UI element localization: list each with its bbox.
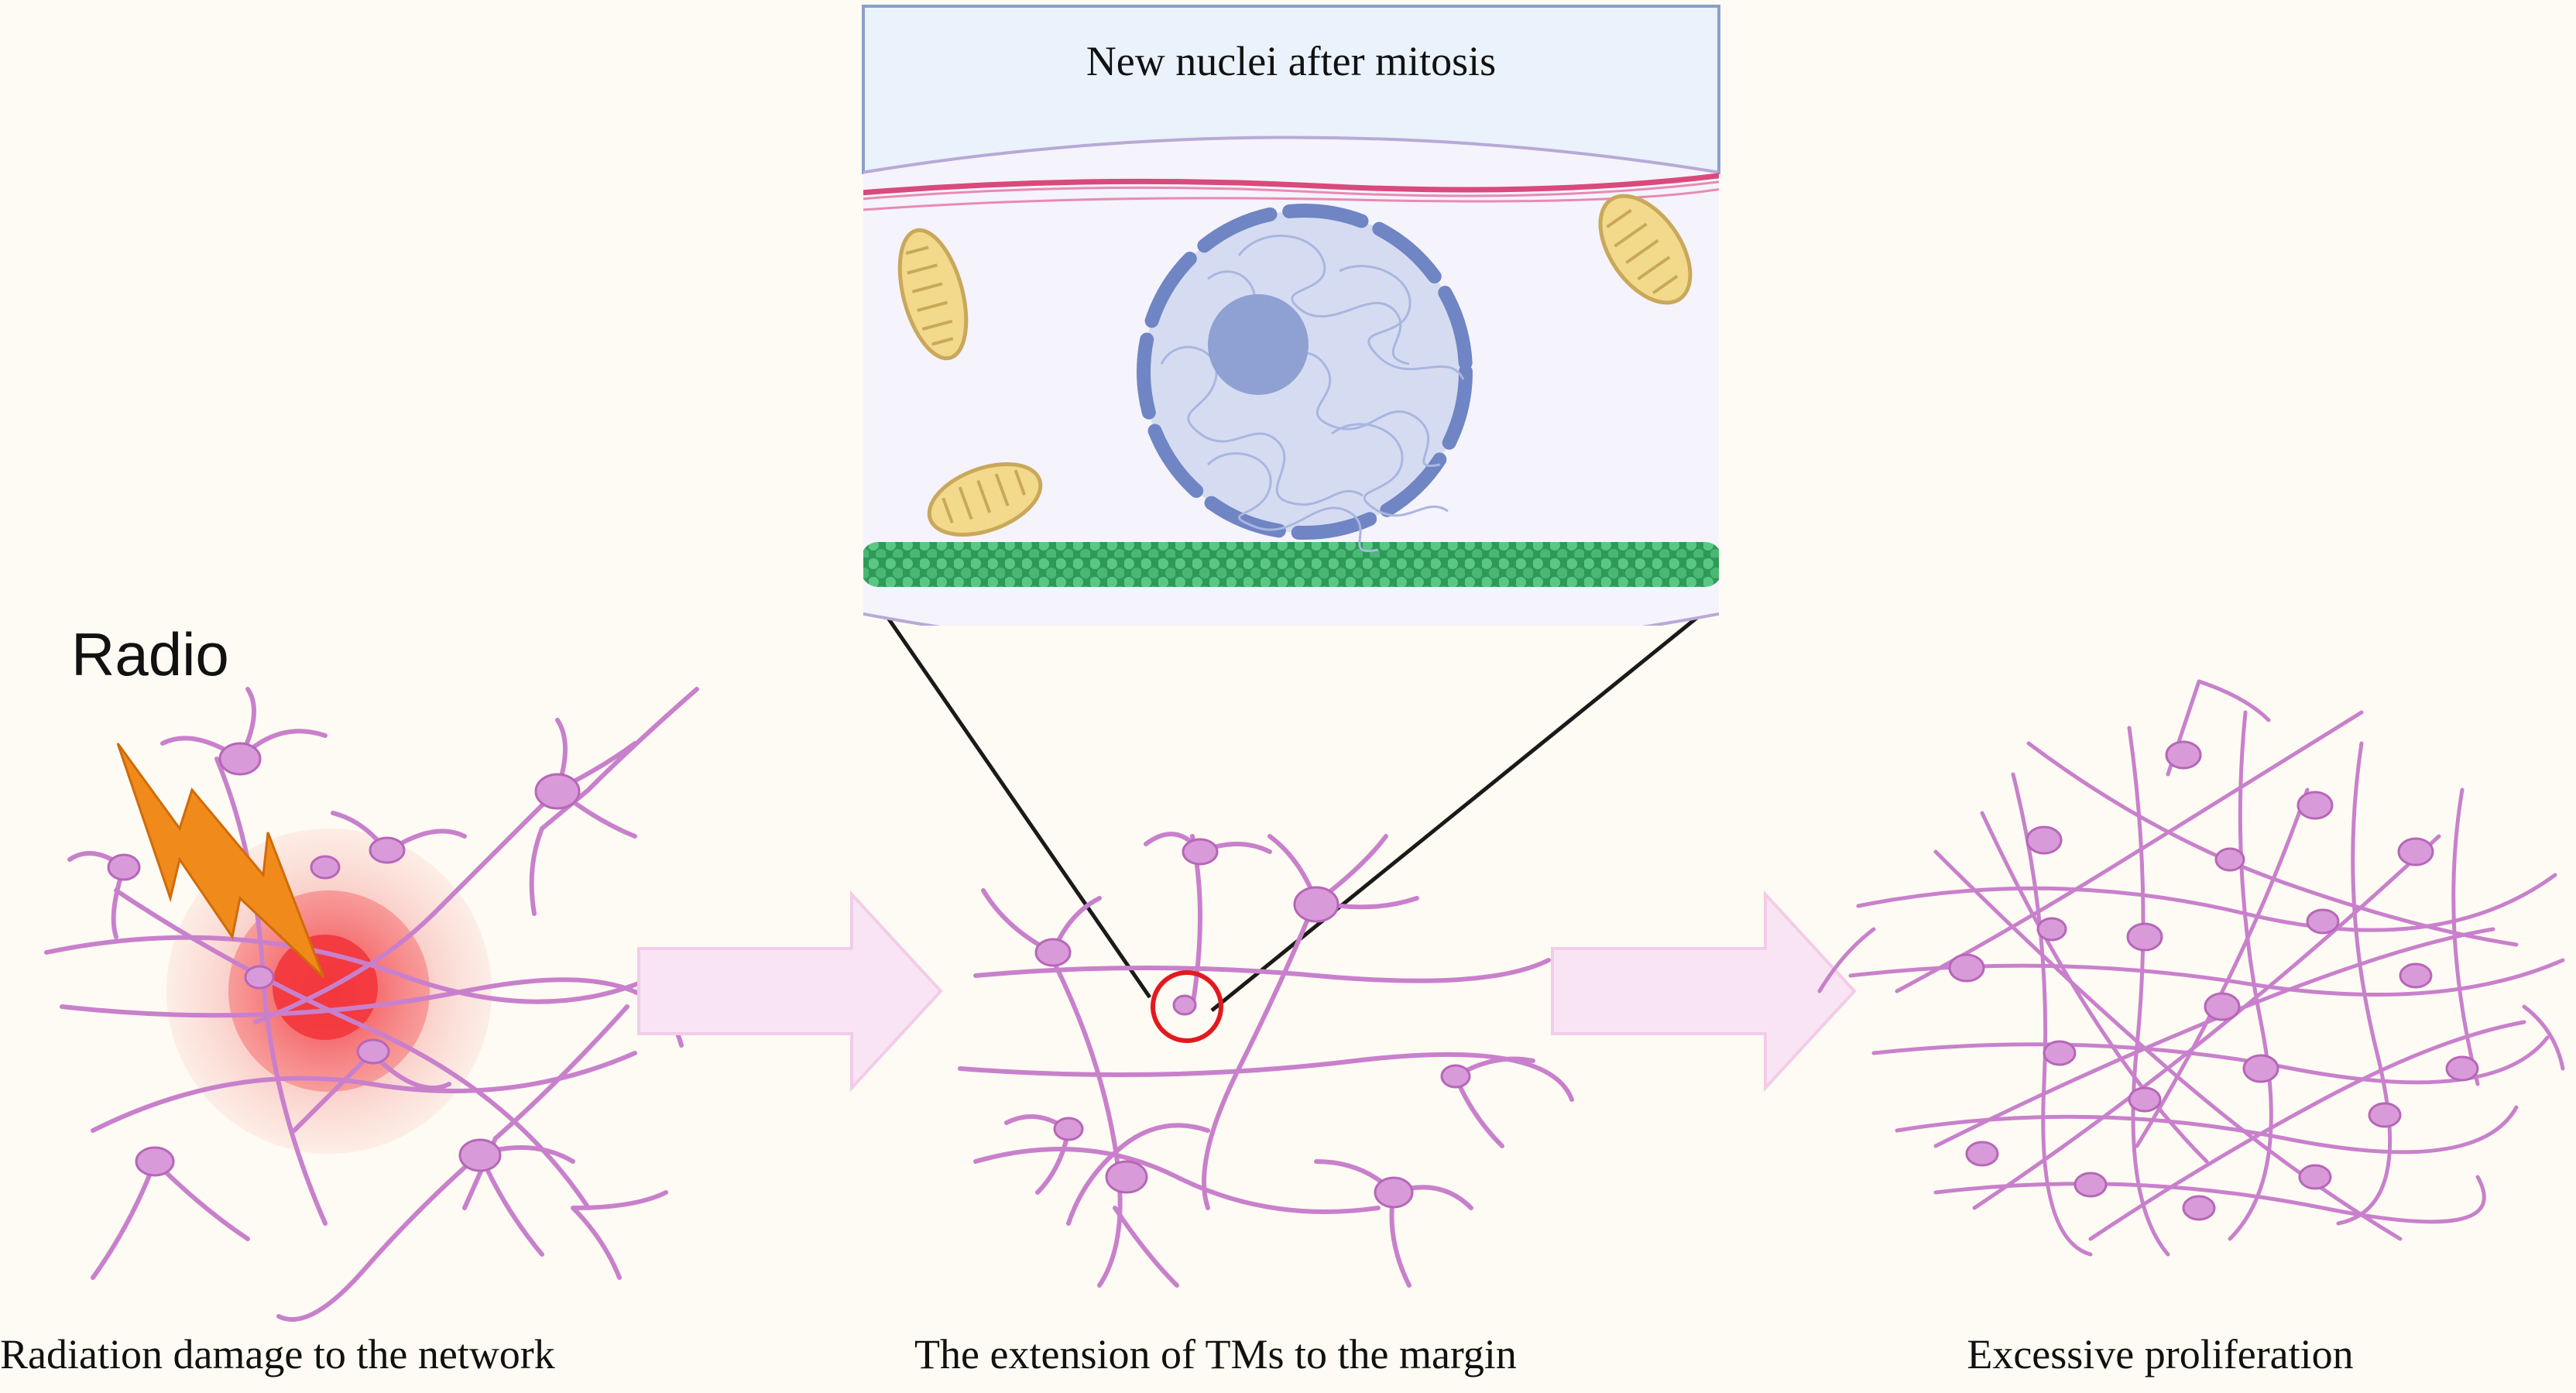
lightning-bolt-icon xyxy=(116,743,325,979)
caption-excessive-proliferation: Excessive proliferation xyxy=(1967,1331,2354,1378)
highlight-circle xyxy=(1151,970,1223,1043)
nucleolus xyxy=(1208,294,1309,395)
mitochondrion xyxy=(897,228,969,361)
zoom-line-right xyxy=(1210,614,1701,1012)
zoom-line-left xyxy=(880,609,1152,999)
mitochondrion xyxy=(927,461,1043,537)
inset-panel xyxy=(862,5,1720,626)
right-neuron-network xyxy=(1817,679,2565,1257)
mitochondrion xyxy=(1598,194,1693,305)
right-arrow-icon xyxy=(1551,890,1857,1093)
actin-filament xyxy=(863,173,1719,196)
middle-neuron-network xyxy=(958,832,1574,1288)
caption-radiation-damage: Radiation damage to the network xyxy=(0,1331,555,1378)
left-neuron-network xyxy=(44,687,699,1322)
inset-title: New nuclei after mitosis xyxy=(1086,38,1497,84)
caption-tm-extension: The extension of TMs to the margin xyxy=(914,1331,1517,1378)
radio-label: Radio xyxy=(71,620,229,688)
nucleus xyxy=(1137,204,1473,552)
microtubule xyxy=(863,542,1719,587)
right-arrow-icon xyxy=(637,890,943,1093)
